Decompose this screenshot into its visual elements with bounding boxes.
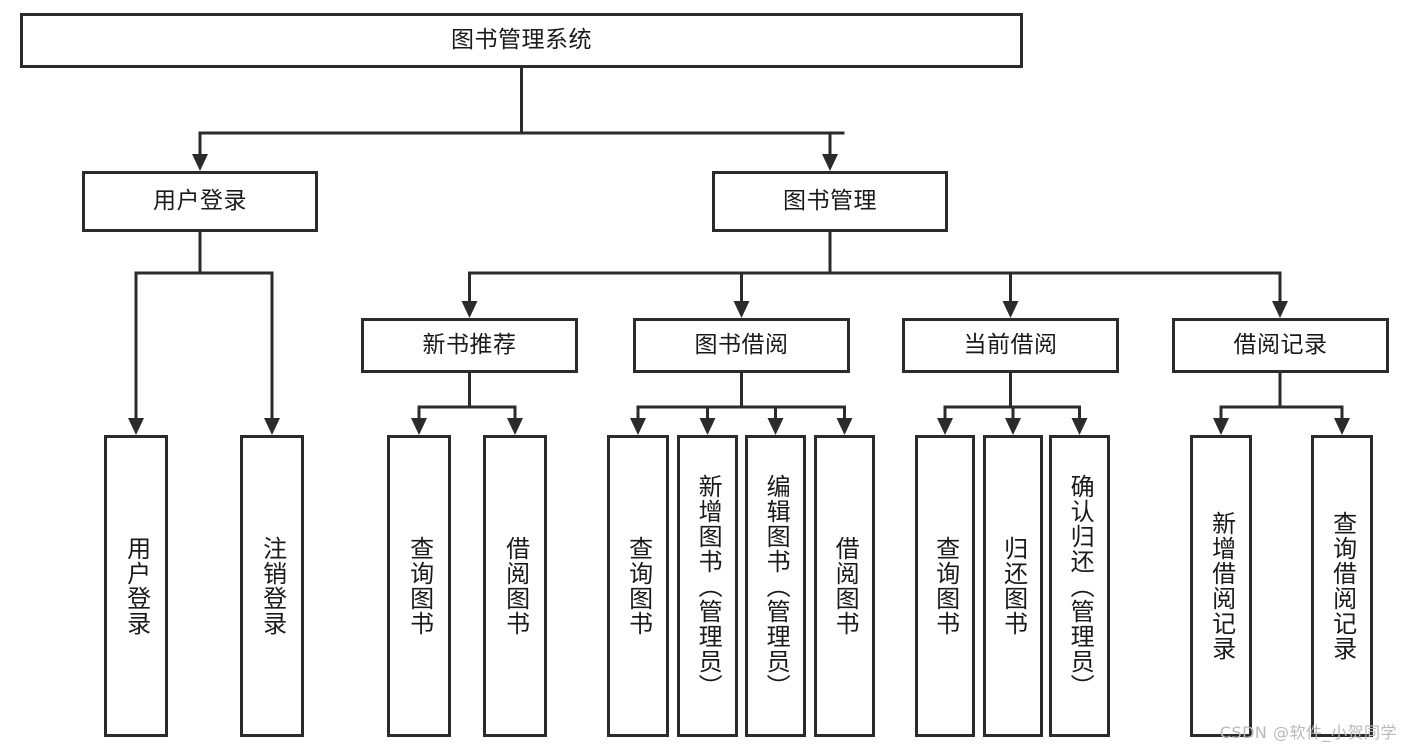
connector-arrowhead-icon — [192, 154, 208, 171]
connector-arrowhead-icon — [767, 418, 784, 435]
node-user-login-label: 用户登录 — [153, 188, 247, 215]
connector-arrowhead-icon — [264, 418, 280, 435]
node-leaf-query-book-2[interactable]: 查询图书 — [607, 435, 669, 737]
node-leaf-confirm-return-label: 确认归还（管理员） — [1066, 473, 1095, 699]
node-leaf-query-book-3[interactable]: 查询图书 — [915, 435, 975, 737]
node-current-borrow-label: 当前借阅 — [963, 332, 1058, 359]
node-leaf-logout-label: 注销登录 — [258, 536, 287, 636]
node-leaf-edit-book[interactable]: 编辑图书（管理员） — [745, 435, 806, 737]
connector-arrowhead-icon — [822, 154, 838, 171]
connector-arrowhead-icon — [1272, 301, 1288, 318]
node-leaf-add-book-label: 新增图书（管理员） — [694, 473, 723, 699]
node-leaf-user-login[interactable]: 用户登录 — [104, 435, 168, 737]
connector-arrowhead-icon — [630, 418, 646, 435]
connector-arrowhead-icon — [1334, 418, 1350, 435]
connector-arrowhead-icon — [1213, 418, 1229, 435]
connector-arrowheads — [128, 154, 1350, 435]
node-leaf-query-book-3-label: 查询图书 — [931, 536, 960, 636]
node-leaf-add-record[interactable]: 新增借阅记录 — [1190, 435, 1252, 737]
node-leaf-borrow-book-2[interactable]: 借阅图书 — [814, 435, 875, 737]
node-leaf-return-book[interactable]: 归还图书 — [983, 435, 1043, 737]
node-book-manage-label: 图书管理 — [783, 188, 877, 215]
node-book-borrow[interactable]: 图书借阅 — [633, 318, 850, 373]
node-leaf-confirm-return[interactable]: 确认归还（管理员） — [1049, 435, 1110, 737]
connector-arrowhead-icon — [937, 418, 953, 435]
node-current-borrow[interactable]: 当前借阅 — [902, 318, 1119, 373]
connector-arrowhead-icon — [836, 418, 853, 435]
node-leaf-logout[interactable]: 注销登录 — [240, 435, 304, 737]
node-leaf-borrow-book-1[interactable]: 借阅图书 — [483, 435, 547, 737]
connector-arrowhead-icon — [461, 301, 478, 318]
connector-arrowhead-icon — [1002, 301, 1019, 318]
node-root-system[interactable]: 图书管理系统 — [20, 13, 1023, 68]
node-leaf-query-book-2-label: 查询图书 — [624, 536, 653, 636]
node-leaf-borrow-book-1-label: 借阅图书 — [501, 536, 530, 636]
node-leaf-user-login-label: 用户登录 — [122, 536, 151, 636]
node-borrow-record[interactable]: 借阅记录 — [1172, 318, 1389, 373]
node-leaf-query-record-label: 查询借阅记录 — [1328, 511, 1357, 661]
node-leaf-borrow-book-2-label: 借阅图书 — [831, 536, 860, 636]
node-leaf-edit-book-label: 编辑图书（管理员） — [762, 473, 791, 699]
node-borrow-record-label: 借阅记录 — [1233, 332, 1328, 359]
connector-arrowhead-icon — [1071, 418, 1088, 435]
node-leaf-query-record[interactable]: 查询借阅记录 — [1311, 435, 1373, 737]
node-leaf-query-book-1-label: 查询图书 — [405, 536, 434, 636]
node-new-book-recommend[interactable]: 新书推荐 — [361, 318, 578, 373]
connector-arrowhead-icon — [128, 418, 144, 435]
node-new-book-recommend-label: 新书推荐 — [422, 332, 517, 359]
node-book-borrow-label: 图书借阅 — [694, 332, 789, 359]
connector-arrowhead-icon — [733, 301, 750, 318]
connector-arrowhead-icon — [1005, 418, 1021, 435]
node-root-system-label: 图书管理系统 — [451, 27, 592, 54]
node-leaf-add-record-label: 新增借阅记录 — [1207, 511, 1236, 661]
node-leaf-query-book-1[interactable]: 查询图书 — [387, 435, 451, 737]
connector-arrowhead-icon — [411, 418, 427, 435]
connector-arrowhead-icon — [507, 418, 523, 435]
node-leaf-add-book[interactable]: 新增图书（管理员） — [677, 435, 738, 737]
csdn-watermark: CSDN @软件_小贺同学 — [1219, 723, 1397, 742]
connector-arrowhead-icon — [699, 418, 716, 435]
node-leaf-return-book-label: 归还图书 — [999, 536, 1028, 636]
node-book-manage[interactable]: 图书管理 — [712, 171, 948, 232]
node-user-login[interactable]: 用户登录 — [82, 171, 318, 232]
